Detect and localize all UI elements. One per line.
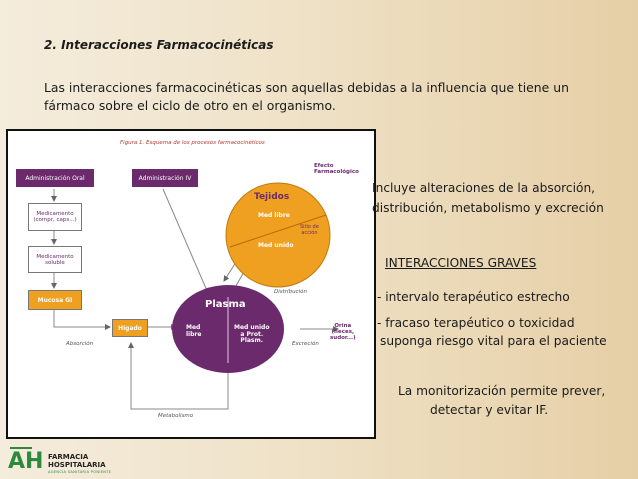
plasma-label: Plasma [205, 299, 246, 310]
orina-line-3: sudor...) [330, 335, 356, 342]
medicamento-label: Medicamento [36, 211, 74, 217]
unido-line-3: Plasm. [240, 337, 264, 345]
distribucion-label: Distribución [274, 289, 307, 295]
med-soluble-label: Medicamento [36, 253, 74, 260]
admin-iv-label: Administración IV [138, 174, 192, 182]
sitio-accion-label: Sitio de acción [300, 224, 319, 236]
mucosa-box: Mucosa GI [28, 290, 82, 310]
logo-name-line-2: HOSPITALARIA [48, 461, 106, 469]
monitorizacion-note-line-1: La monitorización permite prever, [398, 384, 606, 398]
admin-iv-box: Administración IV [132, 169, 198, 187]
efecto-line-2: Farmacológico [314, 169, 359, 176]
admin-oral-box: Administración Oral [16, 169, 94, 187]
section-title: 2. Interacciones Farmacocinéticas [44, 38, 274, 52]
farmacia-hospitalaria-logo: AH [8, 447, 43, 474]
tejidos-label: Tejidos [254, 192, 290, 202]
tejidos-med-libre: Med libre [258, 212, 290, 219]
metabolismo-label: Metabolismo [158, 413, 194, 419]
admin-oral-label: Administración Oral [25, 174, 85, 182]
efecto-line-1: Efecto [314, 163, 334, 169]
plasma-med-libre: Med libre [186, 324, 202, 338]
orina-line-2: (heces, [331, 329, 355, 336]
orina-label: Orina (heces, sudor...) [330, 323, 356, 341]
pharmacokinetics-figure: Figura 1. Esquema de los procesos farmac… [6, 129, 376, 439]
mucosa-label: Mucosa GI [37, 296, 73, 304]
intro-text-line-1: Las interacciones farmacocinéticas son a… [44, 80, 569, 95]
bullet-fracaso-line-1: - fracaso terapéutico o toxicidad [377, 316, 575, 330]
excrecion-label: Excreción [292, 341, 319, 347]
logo-letters: AH [8, 449, 43, 474]
tejidos-med-unido: Med unido [258, 242, 294, 249]
figure-arrows [51, 182, 339, 410]
medicamento-box: Medicamento (compr, caps...) [28, 203, 82, 231]
plasma-med-line-1: Med [186, 324, 201, 331]
unido-line-1: Med unido [234, 324, 270, 331]
plasma-med-unido: Med unido a Prot. Plasm. [234, 324, 270, 345]
sitio-line-2: acción [301, 229, 318, 236]
higado-label: Hígado [118, 324, 142, 332]
sitio-line-1: Sitio de [300, 224, 319, 230]
bullet-intervalo: - intervalo terapéutico estrecho [377, 290, 570, 304]
medicamento-sublabel: (compr, caps...) [33, 217, 77, 223]
unido-line-2: a Prot. [240, 330, 264, 338]
logo-subtitle: AGENCIA SANITARIA PONIENTE [48, 470, 112, 474]
intro-text-line-2: fármaco sobre el ciclo de otro en el org… [44, 98, 336, 113]
logo-name-line-1: FARMACIA [48, 453, 89, 461]
efecto-farmacologico-label: Efecto Farmacológico [314, 163, 359, 175]
higado-box: Hígado [112, 319, 148, 337]
absorcion-label: Absorción [66, 341, 94, 347]
plasma-med-line-2: libre [186, 330, 202, 338]
monitorizacion-note-line-2: detectar y evitar IF. [430, 403, 549, 417]
bullet-fracaso-line-2: suponga riesgo vital para el paciente [380, 334, 607, 348]
med-soluble-sublabel: soluble [45, 259, 65, 266]
figure-caption: Figura 1. Esquema de los procesos farmac… [120, 140, 265, 146]
right-text-line-2: distribución, metabolismo y excreción [372, 201, 604, 215]
interacciones-graves-heading: INTERACCIONES GRAVES [385, 256, 537, 270]
right-text-line-1: Incluye alteraciones de la absorción, [372, 181, 596, 195]
medicamento-soluble-box: Medicamento soluble [28, 246, 82, 273]
orina-line-1: Orina [334, 323, 352, 329]
